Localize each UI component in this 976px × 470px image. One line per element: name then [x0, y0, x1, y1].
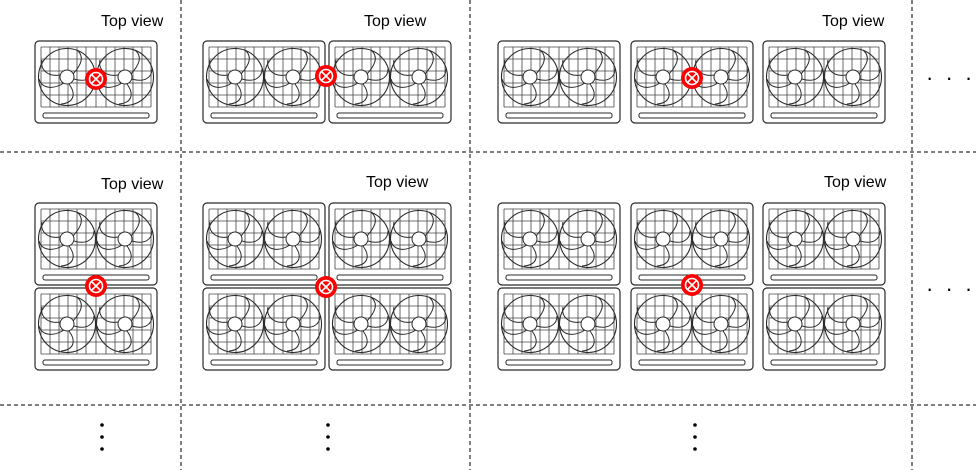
- top-view-label: Top view: [824, 174, 887, 191]
- fan-unit-icon: [329, 41, 451, 123]
- heat-source-marker-icon: [314, 275, 338, 299]
- cell-row1-col1: Top view: [35, 13, 164, 123]
- fan-unit-icon: [763, 203, 885, 285]
- continuation-ellipsis-right: · · ·: [926, 65, 975, 90]
- fan-unit-icon: [329, 203, 451, 285]
- top-view-label: Top view: [101, 176, 164, 193]
- continuation-ellipsis-down: [100, 423, 104, 451]
- fan-unit-icon: [631, 203, 753, 285]
- fan-unit-icon: [203, 203, 325, 285]
- cell-row1-col2: Top view: [203, 13, 451, 123]
- cell-row2-col3: Top view: [498, 174, 887, 370]
- fan-unit-icon: [498, 41, 620, 123]
- fan-unit-icon: [35, 288, 157, 370]
- top-view-label: Top view: [822, 13, 885, 30]
- fan-unit-icon: [498, 203, 620, 285]
- heat-source-marker-icon: [680, 273, 704, 297]
- fan-unit-icon: [329, 288, 451, 370]
- fan-unit-icon: [498, 288, 620, 370]
- fan-unit-icon: [763, 41, 885, 123]
- cell-row1-col3: Top view: [498, 13, 885, 123]
- cell-row2-col1: Top view: [35, 176, 164, 370]
- heat-source-marker-icon: [84, 67, 108, 91]
- heat-source-marker-icon: [84, 274, 108, 298]
- continuation-ellipsis-right: · · ·: [926, 276, 975, 301]
- fan-unit-icon: [203, 41, 325, 123]
- continuation-ellipsis-down: [693, 423, 697, 451]
- cell-row2-col2: Top view: [203, 174, 451, 370]
- top-view-label: Top view: [364, 13, 427, 30]
- top-view-label: Top view: [101, 13, 164, 30]
- fan-unit-icon: [203, 288, 325, 370]
- top-view-label: Top view: [366, 174, 429, 191]
- fan-unit-icon: [35, 203, 157, 285]
- heat-source-marker-icon: [680, 66, 704, 90]
- heat-source-marker-icon: [314, 64, 338, 88]
- fan-unit-icon: [763, 288, 885, 370]
- continuation-ellipsis-down: [326, 423, 330, 451]
- fan-unit-icon: [631, 288, 753, 370]
